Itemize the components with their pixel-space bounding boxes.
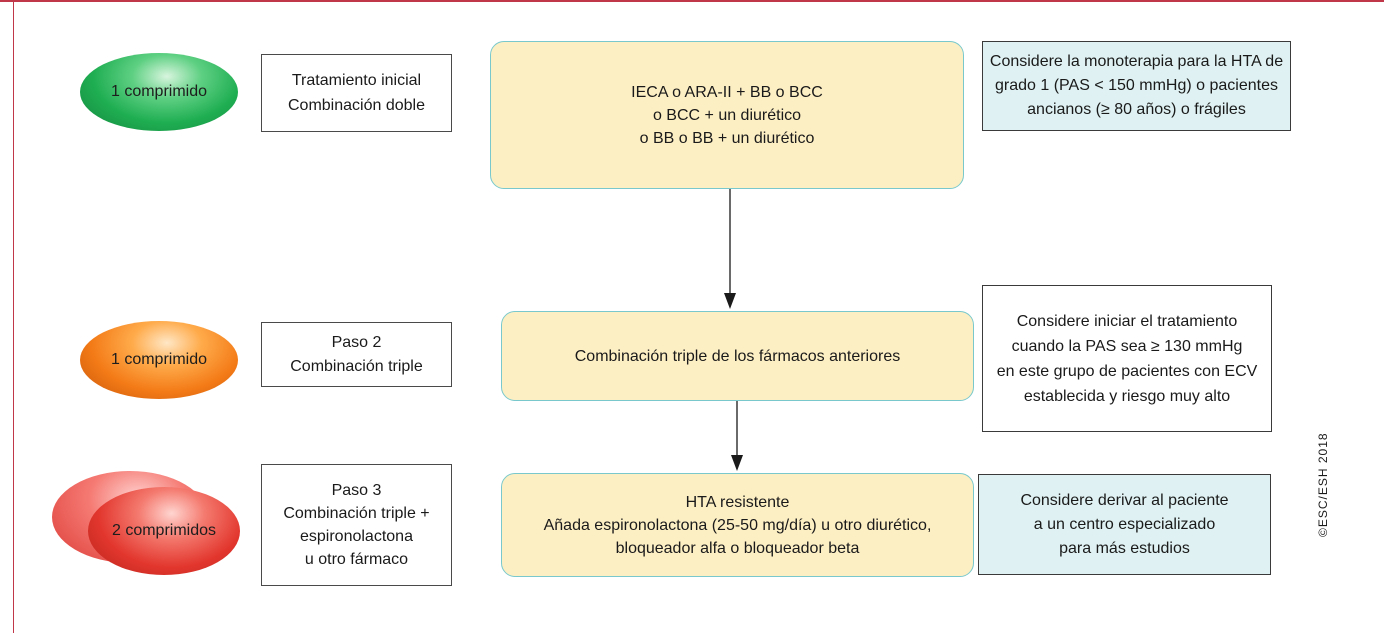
note2-line3: en este grupo de pacientes con ECV (996, 362, 1258, 380)
drug-box-step3: HTA resistente Añada espironolactona (25… (501, 473, 974, 577)
copyright-label: ©ESC/ESH 2018 (1316, 432, 1330, 537)
step2-line2: Combinación triple (290, 357, 423, 375)
drug1-line2: o BCC + un diurético (652, 106, 802, 124)
arrow-step2-to-step3 (731, 401, 743, 471)
pill-step1-label: 1 comprimido (110, 83, 208, 100)
note-step1: Considere la monoterapia para la HTA de … (982, 41, 1291, 131)
drug3-line2: Añada espironolactona (25-50 mg/día) u o… (543, 516, 932, 534)
note3-line2: a un centro especializado (1033, 515, 1216, 533)
step3-line2: Combinación triple + (283, 505, 430, 522)
drug1-line3: o BB o BB + un diurético (639, 129, 815, 147)
step3-line1: Paso 3 (331, 482, 382, 499)
note-step2: Considere iniciar el tratamiento cuando … (982, 285, 1272, 432)
note3-line1: Considere derivar al paciente (1020, 491, 1229, 509)
drug-box-step2: Combinación triple de los fármacos anter… (501, 311, 974, 401)
step2-line1: Paso 2 (331, 333, 382, 351)
drug2-line1: Combinación triple de los fármacos anter… (574, 347, 901, 365)
note-step3: Considere derivar al paciente a un centr… (978, 474, 1271, 575)
note2-line4: establecida y riesgo muy alto (1023, 387, 1231, 405)
step1-line1: Tratamiento inicial (291, 72, 422, 89)
drug1-line1: IECA o ARA-II + BB o BCC (631, 83, 823, 101)
frame-left-border (13, 0, 14, 633)
frame-top-border (0, 0, 1384, 2)
pill-step2: 1 comprimido (80, 321, 238, 399)
pill-step2-label: 1 comprimido (110, 351, 208, 368)
drug-box-step1: IECA o ARA-II + BB o BCC o BCC + un diur… (490, 41, 964, 189)
step3-box: Paso 3 Combinación triple + espironolact… (261, 464, 452, 586)
pill-step1: 1 comprimido (80, 53, 238, 131)
step3-line3: espironolactona (300, 528, 413, 545)
pill-step3-label: 2 comprimidos (111, 522, 217, 539)
note1-line2: grado 1 (PAS < 150 mmHg) o pacientes (995, 77, 1278, 94)
note3-line3: para más estudios (1059, 539, 1190, 557)
note1-line1: Considere la monoterapia para la HTA de (989, 53, 1284, 70)
arrow-step1-to-step2 (724, 189, 736, 309)
note2-line2: cuando la PAS sea ≥ 130 mmHg (1011, 337, 1243, 355)
note1-line3: ancianos (≥ 80 años) o frágiles (1027, 101, 1246, 118)
drug3-line1: HTA resistente (685, 493, 790, 511)
step1-box: Tratamiento inicial Combinación doble (261, 54, 452, 132)
pill-step3: 2 comprimidos (88, 487, 240, 575)
step1-line2: Combinación doble (288, 97, 425, 114)
step2-box: Paso 2 Combinación triple (261, 322, 452, 387)
note2-line1: Considere iniciar el tratamiento (1016, 312, 1238, 330)
step3-line4: u otro fármaco (304, 551, 409, 568)
drug3-line3: bloqueador alfa o bloqueador beta (615, 539, 860, 557)
